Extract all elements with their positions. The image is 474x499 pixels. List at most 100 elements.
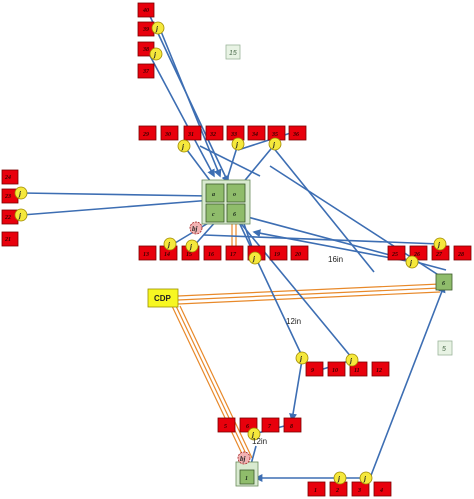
svg-text:c: c [212,212,215,218]
svg-text:2: 2 [335,488,339,494]
svg-text:34: 34 [251,132,258,138]
svg-text:8: 8 [290,424,293,430]
svg-text:j: j [153,51,156,59]
svg-text:j: j [181,143,184,151]
svg-text:1: 1 [314,488,317,494]
switch-node-6: 6 [435,273,453,291]
rack-row-bottom-right: 1 2 3 4 [307,481,392,497]
svg-text:1: 1 [245,476,248,482]
branch-junction-icon: bj [237,451,251,465]
junction-icon: j [247,427,261,441]
svg-text:27: 27 [435,252,443,258]
svg-text:30: 30 [164,132,171,138]
svg-text:31: 31 [187,132,194,138]
svg-text:j: j [337,475,340,483]
svg-text:CDP: CDP [154,294,172,303]
svg-text:19: 19 [274,252,280,258]
svg-text:32: 32 [209,132,216,138]
svg-text:9: 9 [311,368,314,374]
junction-icon: j [163,237,177,251]
svg-text:7: 7 [268,424,272,430]
junction-icon: j [177,139,191,153]
svg-text:6: 6 [442,281,445,287]
rack-row-top: 29 30 31 32 33 34 35 36 [138,125,307,141]
svg-text:15: 15 [229,50,237,57]
network-links [21,11,447,482]
junction-icon: j [268,137,282,151]
svg-text:17: 17 [230,252,237,258]
svg-text:5: 5 [442,346,446,353]
svg-text:j: j [235,141,238,149]
junction-icon: j [359,471,373,485]
svg-text:12: 12 [376,368,382,374]
svg-text:4: 4 [379,488,383,494]
svg-text:29: 29 [142,132,149,138]
svg-text:11: 11 [354,368,360,374]
svg-text:33: 33 [230,132,237,138]
zone-tag-5: 5 [437,340,453,356]
svg-text:23: 23 [4,194,11,200]
svg-text:6: 6 [233,212,236,218]
svg-text:3: 3 [357,488,361,494]
svg-text:j: j [167,241,170,249]
svg-text:39: 39 [142,27,149,33]
svg-text:14: 14 [164,252,170,258]
rack-row-right: 25 26 27 28 [387,245,472,261]
svg-text:j: j [349,357,352,365]
svg-text:26: 26 [413,252,420,258]
svg-text:bj: bj [192,225,198,233]
svg-text:15: 15 [186,252,192,258]
zone-tag-15: 15 [225,44,241,60]
svg-text:16: 16 [208,252,214,258]
svg-text:38: 38 [142,47,149,53]
svg-text:bj: bj [240,455,246,463]
junction-icon: j [405,255,419,269]
junction-icon: j [295,351,309,365]
svg-text:22: 22 [4,215,11,221]
junction-icon: j [333,471,347,485]
svg-text:25: 25 [391,252,398,258]
svg-text:5: 5 [224,424,227,430]
svg-text:j: j [299,355,302,363]
branch-junction-icon: bj [189,221,203,235]
svg-text:24: 24 [4,175,11,181]
junction-icon: j [149,47,163,61]
svg-text:6: 6 [246,424,249,430]
svg-text:37: 37 [142,69,150,75]
svg-text:j: j [189,243,192,251]
rack-row-middle: 13 14 15 16 17 18 19 20 [138,245,309,261]
junction-icon: j [14,186,28,200]
junction-icon: j [14,208,28,222]
rack-column-top-left: 40 39 38 37 [137,2,155,79]
junction-icon: j [345,353,359,367]
rack-row-lower: 9 10 11 12 [305,361,390,377]
distance-label: 12in [286,317,301,326]
svg-text:j: j [409,259,412,267]
cdp-box: CDP [147,288,179,308]
branch-junctions: bj bj [189,221,251,465]
svg-text:10: 10 [332,368,338,374]
svg-text:j: j [252,255,255,263]
svg-text:35: 35 [271,132,278,138]
svg-text:j: j [363,475,366,483]
svg-text:j: j [251,431,254,439]
rack-row-bottom-middle: 5 6 7 8 [217,417,302,433]
svg-text:j: j [155,25,158,33]
switch-node-1: 1 [235,461,259,487]
junction-icon: j [248,251,262,265]
svg-text:o: o [233,192,236,198]
junction-icon: j [185,239,199,253]
svg-text:21: 21 [4,237,11,243]
svg-text:36: 36 [292,132,299,138]
svg-text:28: 28 [457,252,464,258]
junction-icon: j [151,21,165,35]
junction-icon: j [231,137,245,151]
distance-label: 12in [252,437,267,446]
svg-text:j: j [18,212,21,220]
svg-text:20: 20 [294,252,301,258]
junctions: j j j j j j j j j j j j j j j j j [14,21,447,485]
svg-text:j: j [437,241,440,249]
junction-icon: j [433,237,447,251]
svg-text:j: j [272,141,275,149]
